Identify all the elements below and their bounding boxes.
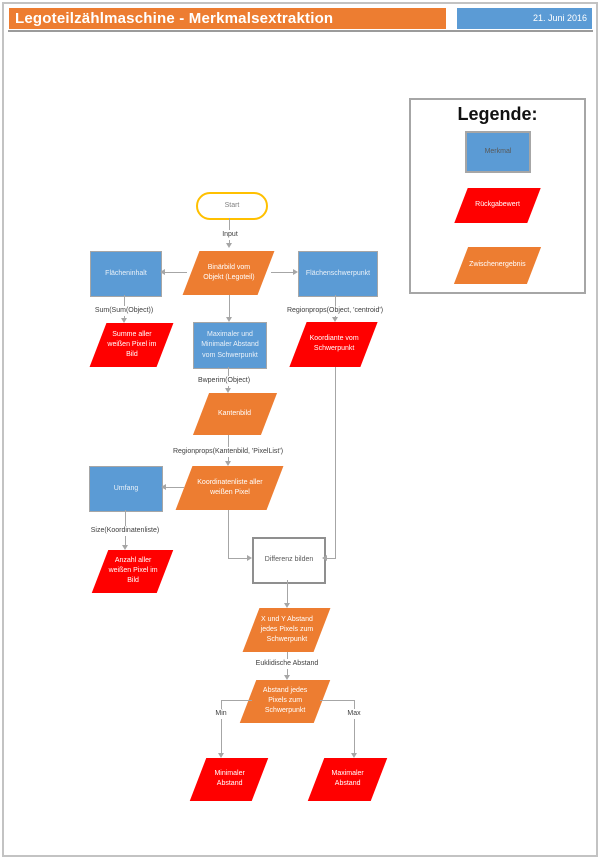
flow-node-binaerbild: Binärbild vom Objekt (Legoteil) (182, 251, 275, 295)
flow-node-start: Start (196, 192, 268, 220)
edge-label-sum: Sum(Sum(Object)) (83, 306, 165, 316)
arrowhead-down (225, 461, 231, 466)
node-label: Abstand jedes Pixels zum Schwerpunkt (262, 687, 308, 715)
date-badge: 21. Juni 2016 (456, 7, 593, 30)
arrowhead-down (218, 753, 224, 758)
arrowhead-down (122, 545, 128, 550)
node-label: Anzahl aller weißen Pixel im Bild (107, 557, 158, 585)
legend-item-rueckgabewert: Rückgabewert (454, 188, 541, 223)
connector-koordinate-differenz-v (335, 367, 336, 559)
arrowhead-down (121, 318, 127, 323)
page-title: Legoteilzählmaschine - Merkmalsextraktio… (8, 7, 447, 30)
node-label: Maximaler Abstand (331, 770, 364, 788)
node-label: Summe aller weißen Pixel im Bild (106, 330, 157, 359)
arrowhead-right (247, 555, 252, 561)
flow-node-min-abstand: Minimaler Abstand (189, 758, 269, 801)
node-label: Binärbild vom Objekt (Legoteil) (202, 263, 255, 281)
flow-node-flaecheninhalt: Flächeninhalt (90, 251, 162, 297)
node-label: Koordinatenliste aller weißen Pixel (196, 478, 263, 496)
arrowhead-down (332, 317, 338, 322)
arrowhead-down (284, 603, 290, 608)
legend-item-label: Merkmal (484, 147, 512, 155)
connector-koordinatenliste-umfang (166, 487, 184, 488)
flow-node-flaechenschwerpunkt: Flächenschwerpunkt (298, 251, 378, 297)
arrowhead-down (225, 388, 231, 393)
node-label: X und Y Abstand jedes Pixels zum Schwerp… (260, 615, 313, 644)
arrowhead-down (351, 753, 357, 758)
flow-node-summe-pixel: Summe aller weißen Pixel im Bild (89, 323, 174, 367)
legend-item-merkmal: Merkmal (465, 131, 531, 173)
legend: Legende: Merkmal Rückgabewert Zwischener… (409, 98, 586, 294)
edge-label-regionprops-centroid: Regionprops(Object, 'centroid') (283, 306, 387, 316)
node-label: Maximaler und Minimaler Abstand vom Schw… (201, 331, 259, 359)
legend-item-zwischenergebnis: Zwischenergebnis (453, 247, 542, 284)
connector-binaerbild-maxmin (229, 295, 230, 317)
arrowhead-left (160, 269, 165, 275)
arrowhead-left (322, 555, 327, 561)
edge-label-size: Size(Koordinatenliste) (79, 526, 171, 536)
header: Legoteilzählmaschine - Merkmalsextraktio… (8, 7, 593, 32)
node-label: Umfang (113, 484, 139, 492)
edge-label-euklid: Euklidische Abstand (243, 659, 331, 669)
node-label: Kantenbild (218, 409, 252, 417)
flow-node-umfang: Umfang (89, 466, 163, 512)
connector-koordinate-differenz-h (327, 558, 336, 559)
legend-item-label: Zwischenergebnis (469, 261, 526, 269)
arrowhead-down (226, 317, 232, 322)
edge-label-max: Max (339, 709, 369, 719)
node-label: Koordiante vom Schwerpunkt (308, 335, 359, 353)
node-label: Start (224, 201, 240, 209)
flow-node-koordinatenliste: Koordinatenliste aller weißen Pixel (175, 466, 284, 510)
flow-node-abstand-pixel: Abstand jedes Pixels zum Schwerpunkt (239, 680, 331, 723)
connector-binaerbild-flaecheninhalt (165, 272, 187, 273)
legend-title: Legende: (457, 104, 538, 124)
legend-item-label: Rückgabewert (475, 201, 520, 209)
flow-node-koordinate-schwerpunkt: Koordiante vom Schwerpunkt (289, 322, 378, 367)
arrowhead-down (226, 243, 232, 248)
connector-differenz-xy (287, 580, 288, 603)
edge-label-regionprops-pixellist: Regionprops(Kantenbild, 'PixelList') (166, 447, 290, 457)
edge-label-min: Min (206, 709, 236, 719)
flow-node-kantenbild: Kantenbild (192, 393, 278, 435)
arrowhead-down (284, 675, 290, 680)
node-label: Minimaler Abstand (213, 770, 245, 788)
edge-label-input: Input (212, 230, 248, 240)
edge-label-bwperim: Bwperim(Object) (184, 376, 264, 386)
arrowhead-right (293, 269, 298, 275)
node-label: Flächenschwerpunkt (305, 269, 371, 277)
connector-binaerbild-flaechenschwerpunkt (271, 272, 293, 273)
connector-koordinatenliste-differenz-v (228, 510, 229, 558)
connector-abstand-min-h (221, 700, 252, 701)
flow-node-maxmin-abstand: Maximaler und Minimaler Abstand vom Schw… (193, 322, 267, 369)
node-label: Differenz bilden (264, 556, 314, 564)
connector-koordinatenliste-differenz-h (228, 558, 247, 559)
flow-node-xy-abstand: X und Y Abstand jedes Pixels zum Schwerp… (242, 608, 331, 652)
flow-node-max-abstand: Maximaler Abstand (307, 758, 388, 801)
flow-node-anzahl-pixel: Anzahl aller weißen Pixel im Bild (91, 550, 174, 593)
node-label: Flächeninhalt (105, 269, 147, 277)
connector-abstand-min-v (221, 700, 222, 753)
connector-abstand-max-h (320, 700, 355, 701)
arrowhead-left (161, 484, 166, 490)
connector-abstand-max-v (354, 700, 355, 753)
flow-node-differenz: Differenz bilden (252, 537, 326, 584)
